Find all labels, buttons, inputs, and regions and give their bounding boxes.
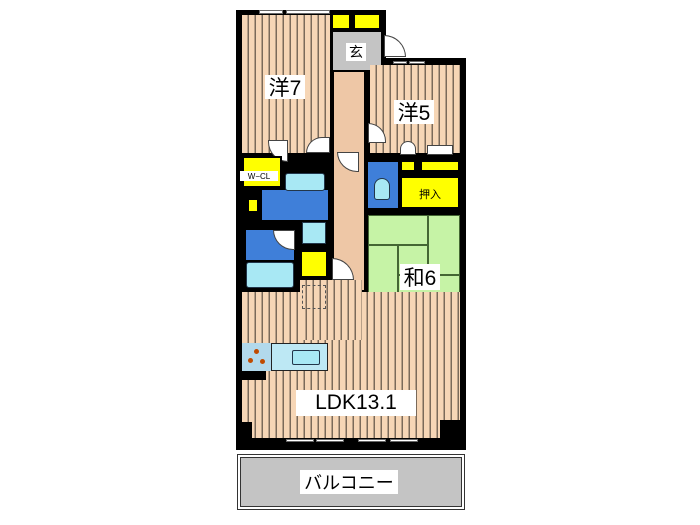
window-ldk-a [286, 439, 314, 442]
window-western-7-b [286, 10, 330, 14]
room-ldk-upper [300, 280, 362, 340]
western-5-closet-door-a [400, 141, 416, 155]
entrance-door [384, 35, 406, 57]
room-label-balcony: バルコニー [300, 470, 398, 494]
window-ldk-d [390, 439, 418, 442]
stove [242, 343, 272, 371]
room-label-oshiire: 押入 [419, 189, 441, 201]
ldk-corner-left [236, 422, 252, 444]
western-5-closet-door-b [427, 145, 453, 155]
room-label-entrance: 玄 [346, 43, 366, 61]
storage-small [247, 198, 259, 213]
burner-icon [260, 359, 265, 364]
room-label-western-5: 洋5 [394, 100, 434, 125]
room-label-ldk: LDK13.1 [296, 390, 416, 416]
tatami-1 [368, 215, 428, 245]
window-western-5-b [409, 61, 425, 64]
room-label-japanese-6: 和6 [400, 264, 440, 290]
window-western-5-a [393, 61, 407, 64]
refrigerator-space [302, 285, 326, 309]
oshiire [400, 176, 460, 209]
window-ldk-b [316, 439, 344, 442]
burner-icon [248, 358, 253, 363]
oshiire-top-a [400, 160, 416, 172]
ldk-corner-right [440, 420, 466, 446]
washing-machine [302, 222, 326, 244]
washbasin [285, 173, 325, 191]
toilet [374, 178, 390, 200]
window-ldk-c [358, 439, 386, 442]
storage-bath [300, 250, 328, 278]
room-western-7 [242, 15, 330, 153]
room-label-walk-in-closet: W−CL [240, 171, 278, 181]
storage-top-right [353, 13, 381, 30]
room-label-western-7: 洋7 [265, 75, 305, 100]
window-western-7-a [259, 10, 283, 14]
bathtub [246, 262, 294, 288]
kitchen-sink [292, 350, 320, 365]
washroom [262, 190, 328, 220]
burner-icon [254, 349, 259, 354]
oshiire-top-b [420, 160, 460, 172]
hallway [334, 72, 364, 290]
kitchen-wall [236, 371, 266, 380]
storage-top-left [331, 13, 351, 30]
